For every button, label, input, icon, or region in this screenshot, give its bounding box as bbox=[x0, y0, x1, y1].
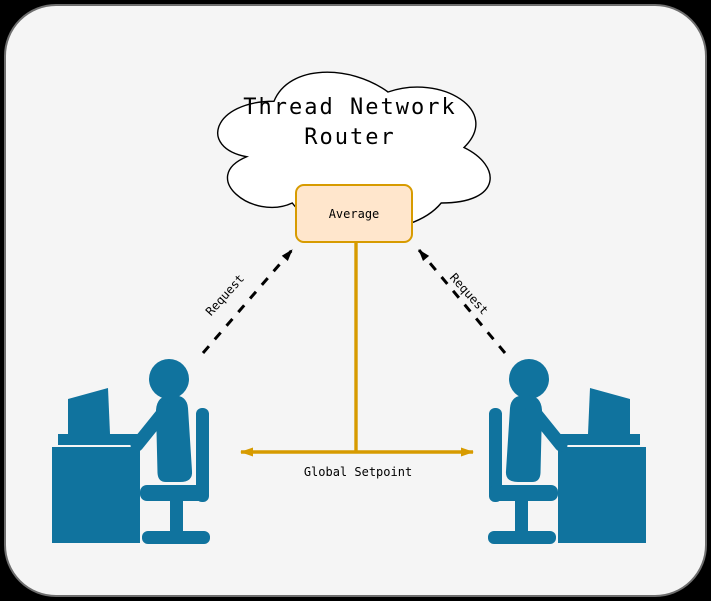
chair-post bbox=[170, 501, 183, 534]
desk bbox=[558, 447, 646, 543]
desk-shelf bbox=[58, 434, 140, 445]
chair-seat bbox=[140, 485, 209, 501]
person-at-desk-icon bbox=[488, 359, 646, 544]
average-box: Average bbox=[295, 184, 413, 243]
average-label: Average bbox=[328, 206, 380, 221]
cloud-outline bbox=[217, 71, 491, 232]
monitor bbox=[68, 388, 110, 434]
chair-back bbox=[489, 408, 502, 502]
person-head bbox=[149, 359, 189, 399]
chair-post bbox=[515, 501, 528, 534]
chair-back bbox=[196, 408, 209, 502]
person-at-desk-icon bbox=[52, 359, 210, 544]
global-setpoint-label: Global Setpoint bbox=[303, 465, 413, 479]
chair-base bbox=[488, 531, 556, 544]
chair-base bbox=[142, 531, 210, 544]
monitor bbox=[588, 388, 630, 434]
person-head bbox=[509, 359, 549, 399]
thread-network-cloud-icon bbox=[217, 71, 491, 232]
person-arm bbox=[130, 402, 173, 452]
cloud-title-line2: Router bbox=[304, 125, 396, 150]
cloud-title-line1: Thread Network bbox=[243, 95, 457, 120]
desk-shelf bbox=[558, 434, 640, 445]
person-arm bbox=[525, 402, 568, 452]
desk bbox=[52, 447, 140, 543]
chair-seat bbox=[489, 485, 558, 501]
